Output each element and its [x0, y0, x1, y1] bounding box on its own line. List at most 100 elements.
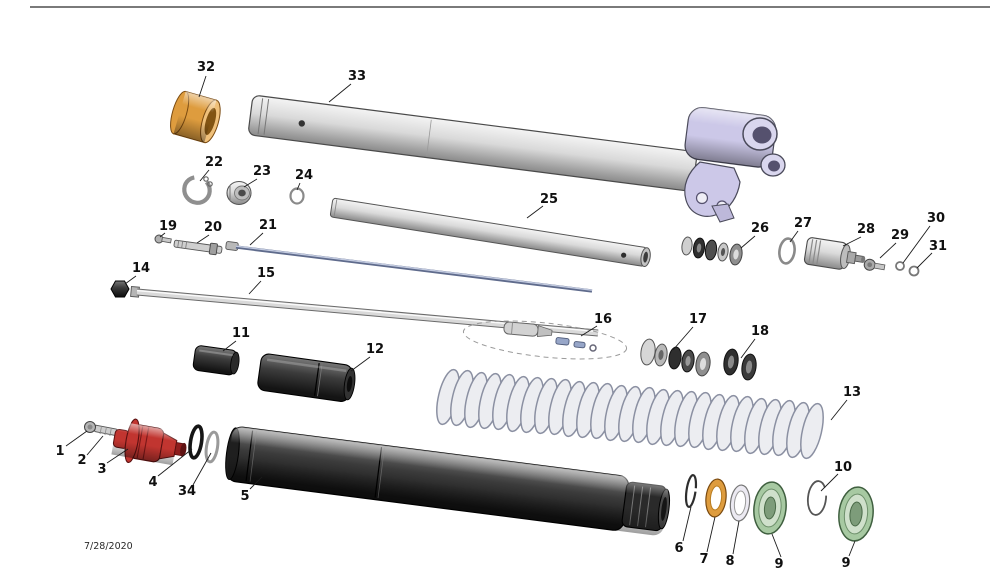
part-9-dust-seal	[838, 486, 874, 542]
leader-18	[740, 338, 756, 359]
callout-21: 21	[259, 218, 277, 233]
leader-33	[328, 83, 352, 103]
leader-21	[249, 232, 264, 246]
callout-15: 15	[257, 266, 275, 281]
washer-bore	[733, 490, 747, 516]
rod-cap-body	[503, 321, 539, 337]
casting-lug-hole	[695, 191, 709, 205]
part-6-clip	[684, 474, 698, 508]
part-33-upper-tube	[248, 95, 698, 192]
callout-12: 12	[366, 342, 384, 357]
part-10-retaining-ring	[806, 480, 828, 516]
callout-23: 23	[253, 164, 271, 179]
spacer-highlight	[266, 358, 347, 373]
rod-cap	[503, 321, 553, 337]
knurl-line	[808, 239, 814, 264]
bolt-head-socket	[87, 424, 93, 430]
washer	[704, 239, 718, 261]
lower-tube-shade	[227, 427, 669, 536]
adjuster-tip	[861, 255, 866, 263]
part-20-rod-end	[173, 239, 223, 256]
spacer-groove	[317, 363, 323, 397]
fitting-blue	[555, 337, 570, 346]
leader-10	[820, 473, 839, 492]
leader-5	[249, 476, 263, 490]
part-28-adjuster	[803, 237, 866, 270]
part-13-coil-spring	[431, 366, 829, 462]
inner-tube-body	[329, 197, 648, 267]
callout-6: 6	[674, 541, 683, 556]
leader-28	[842, 236, 862, 247]
callout-5: 5	[240, 489, 249, 504]
leader-17	[672, 326, 694, 351]
washer-hole	[720, 248, 726, 256]
tube-end-ring	[263, 98, 270, 135]
part-24-ring	[289, 187, 305, 205]
washer-hole	[696, 243, 702, 253]
leader-7	[706, 516, 716, 553]
piston-washer-hole	[685, 356, 691, 366]
casting-arm	[684, 161, 741, 217]
leader-9b	[848, 540, 856, 557]
part-8-washer	[729, 484, 751, 522]
leader-16	[580, 325, 598, 337]
callout-27: 27	[794, 216, 812, 231]
callout-16: 16	[594, 312, 612, 327]
callout-17: 17	[689, 312, 707, 327]
part-23-collar	[226, 180, 252, 206]
spacer-groove	[313, 362, 320, 396]
push-rod-highlight	[235, 245, 593, 291]
rod-cap-cone	[536, 325, 553, 337]
leader-14	[124, 275, 137, 285]
leader-12	[350, 356, 371, 372]
callout-20: 20	[204, 220, 222, 235]
seal-inner	[849, 501, 863, 527]
leader-4	[157, 448, 193, 477]
part-17-piston-stack	[640, 338, 711, 377]
callout-9b: 9	[841, 556, 850, 571]
leader-22	[199, 169, 210, 182]
leader-20	[196, 234, 210, 244]
casting-tab	[711, 203, 735, 223]
callout-32: 32	[197, 60, 215, 75]
spacer-face	[230, 351, 240, 375]
knurl-line	[812, 239, 818, 264]
part-5-lower-tube	[225, 426, 671, 536]
bushing-shade	[173, 91, 217, 143]
callout-7: 7	[699, 552, 708, 567]
screw-shaft	[873, 262, 886, 271]
part-33-fork-casting	[684, 107, 786, 223]
thread-line	[181, 241, 184, 249]
part-12-spacer	[257, 353, 356, 402]
leader-24	[296, 182, 301, 191]
bushing-bore	[709, 485, 723, 511]
part-30-ring	[895, 261, 905, 271]
callout-10: 10	[834, 460, 852, 475]
callout-30: 30	[927, 211, 945, 226]
part-18-washers	[723, 348, 757, 381]
inner-tube-bore	[643, 251, 648, 263]
leader-27	[789, 230, 799, 243]
casting-bore-upper-hole	[752, 126, 772, 144]
leader-31	[916, 252, 933, 269]
part-31-ring	[908, 265, 920, 277]
fitting-blue	[573, 341, 586, 349]
leader-13	[830, 399, 848, 421]
thread-line	[185, 241, 188, 249]
leader-15	[248, 280, 262, 295]
inner-tube-hole	[621, 252, 627, 258]
callout-1: 1	[55, 444, 64, 459]
inner-tube-end-ring	[333, 199, 338, 217]
callout-18: 18	[751, 324, 769, 339]
piston-washer-hole	[699, 358, 707, 370]
adjuster-hub	[845, 250, 857, 265]
part-14-nut	[110, 280, 130, 298]
spacer-highlight	[199, 349, 234, 357]
rod-cap-ring	[511, 322, 514, 335]
red-shade	[111, 420, 179, 466]
leader-6	[682, 506, 692, 542]
callout-4: 4	[148, 475, 157, 490]
leader-2	[86, 435, 104, 456]
part-1-2-bolt	[84, 421, 118, 437]
